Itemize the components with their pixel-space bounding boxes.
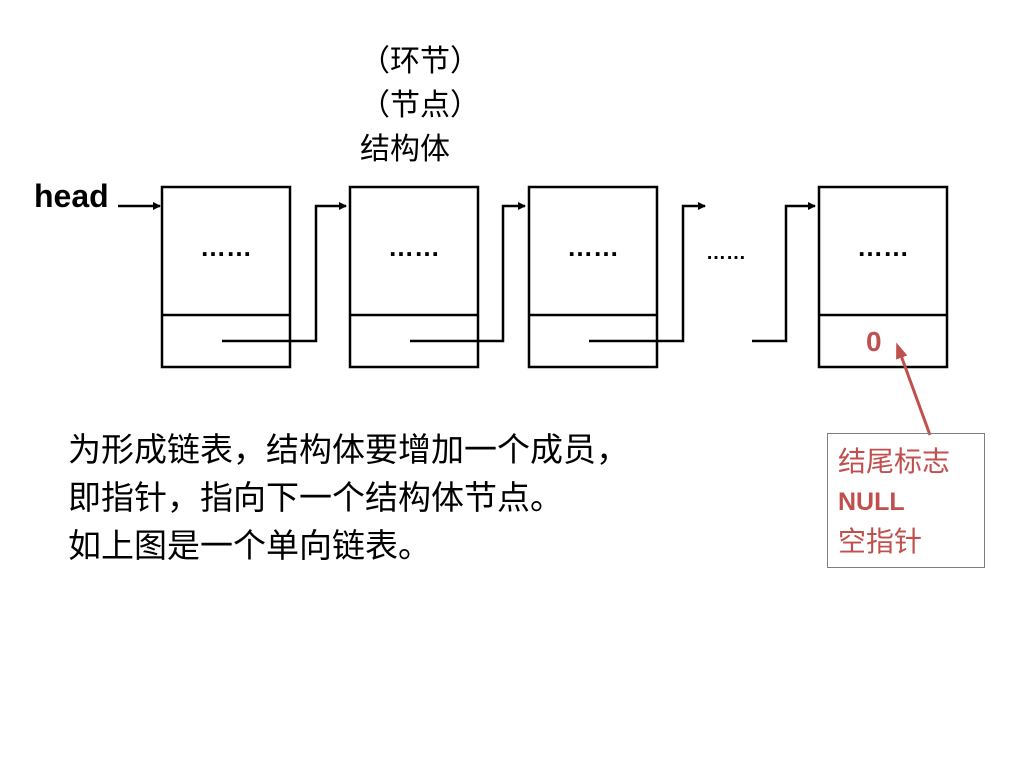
- next-pointer-2: [410, 202, 526, 343]
- node-1-box: [160, 185, 292, 369]
- node-3-data: ……: [567, 232, 619, 262]
- list-node-last: [817, 185, 949, 369]
- description-line-3: 如上图是一个单向链表。: [68, 526, 431, 565]
- caption-line-1: （环节）: [360, 44, 480, 79]
- null-note-line-2: NULL: [838, 488, 905, 516]
- node-2-box: [348, 185, 480, 369]
- null-annotation-arrow: [896, 342, 932, 436]
- node-last-data: ……: [857, 232, 909, 262]
- next-pointer-3: [589, 202, 706, 343]
- node-2-data: ……: [388, 232, 440, 262]
- null-note-line-3: 空指针: [838, 525, 923, 558]
- next-pointer-4: [752, 202, 816, 343]
- list-node-1: [160, 185, 292, 369]
- omitted-nodes-ellipsis: ……: [706, 242, 746, 264]
- description-line-2: 即指针，指向下一个结构体节点。: [68, 478, 563, 517]
- next-pointer-1: [222, 202, 347, 343]
- caption-line-3: 结构体: [360, 132, 450, 167]
- caption-line-2: （节点）: [360, 88, 480, 123]
- null-pointer-value: 0: [866, 326, 882, 357]
- description-line-1: 为形成链表，结构体要增加一个成员，: [68, 430, 629, 469]
- null-annotation-box: 结尾标志 NULL 空指针: [827, 433, 985, 568]
- head-label: head: [34, 178, 109, 214]
- node-3-box: [527, 185, 659, 369]
- description-text: 为形成链表，结构体要增加一个成员， 即指针，指向下一个结构体节点。 如上图是一个…: [68, 426, 629, 570]
- node-last-box: [817, 185, 949, 369]
- node-1-data: ……: [200, 232, 252, 262]
- list-node-2: [348, 185, 480, 369]
- null-note-line-1: 结尾标志: [838, 445, 951, 478]
- list-node-3: [527, 185, 659, 369]
- node-caption: （环节） （节点） 结构体: [360, 40, 480, 172]
